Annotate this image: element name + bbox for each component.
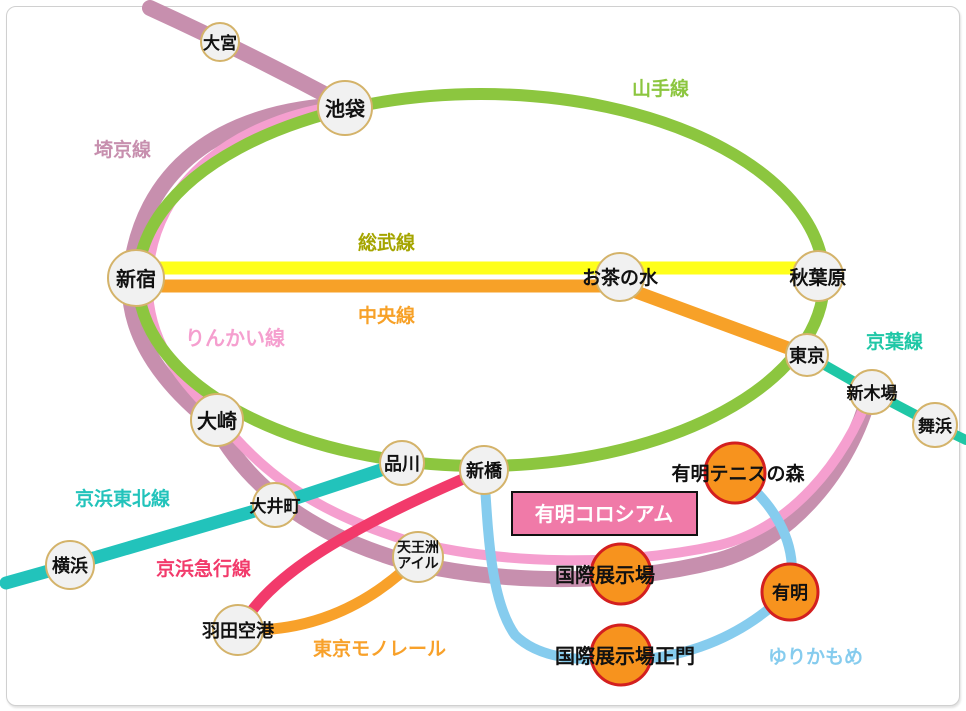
station-ochanomizu[interactable]: お茶の水 <box>582 252 659 302</box>
keihin-tohoku-line <box>0 456 409 590</box>
station-label: お茶の水 <box>582 266 659 289</box>
station-label: 舞浜 <box>918 416 952 437</box>
station-label: 有明テニスの森 <box>671 462 805 485</box>
venue-ariake-colosseum[interactable]: 有明コロシアム <box>511 491 698 536</box>
station-label: 羽田空港 <box>202 620 275 642</box>
yamanote-line-label: 山手線 <box>632 77 689 100</box>
station-shinkiba[interactable]: 新木場 <box>847 369 898 415</box>
rinkai-line-label: りんかい線 <box>185 326 285 350</box>
station-omiya[interactable]: 大宮 <box>200 22 240 62</box>
station-label: 品川 <box>384 454 420 475</box>
venue-label: 有明コロシアム <box>535 502 674 526</box>
station-haneda-airport[interactable]: 羽田空港 <box>202 604 275 656</box>
tokyo-monorail-line <box>244 551 424 636</box>
station-oimachi[interactable]: 大井町 <box>250 482 301 528</box>
station-kokusai-tenjijo[interactable]: 国際展示場 <box>555 542 655 606</box>
station-label: 秋葉原 <box>789 266 846 289</box>
station-label: 東京 <box>789 345 825 367</box>
station-label: 横浜 <box>52 555 88 577</box>
keihin-tohoku-line-label: 京浜東北線 <box>75 487 170 510</box>
station-label: 大宮 <box>203 33 237 54</box>
station-label: 新木場 <box>847 383 898 404</box>
station-ikebukuro[interactable]: 池袋 <box>317 80 373 136</box>
keikyu-line <box>238 464 490 628</box>
chuo-line-label: 中央線 <box>358 304 415 327</box>
station-akihabara[interactable]: 秋葉原 <box>789 250 847 302</box>
station-yokohama[interactable]: 横浜 <box>45 540 95 590</box>
station-shinagawa[interactable]: 品川 <box>379 440 425 486</box>
keikyu-line-label: 京浜急行線 <box>156 557 251 580</box>
station-shinbashi[interactable]: 新橋 <box>459 445 509 495</box>
saikyo-line-label: 埼京線 <box>94 138 151 161</box>
station-tokyo[interactable]: 東京 <box>785 333 829 377</box>
station-label: 大崎 <box>197 409 237 433</box>
station-ariake-tennis-no-mori[interactable]: 有明テニスの森 <box>671 441 805 505</box>
keiyo-line-label: 京葉線 <box>866 330 923 353</box>
station-label: 新橋 <box>466 460 503 482</box>
station-label: 天王洲アイル <box>397 540 439 572</box>
station-kokusai-tenjijo-seimon[interactable]: 国際展示場正門 <box>555 623 695 687</box>
station-tennozu-isle[interactable]: 天王洲アイル <box>392 531 444 583</box>
station-label: 大井町 <box>250 496 301 517</box>
station-label: 池袋 <box>325 97 366 121</box>
station-ariake[interactable]: 有明 <box>760 562 820 622</box>
station-label: 国際展示場 <box>555 563 655 587</box>
sobu-line-label: 総武線 <box>358 231 415 254</box>
station-osaki[interactable]: 大崎 <box>190 393 244 447</box>
yurikamome-line-label: ゆりかもめ <box>768 646 863 668</box>
tokyo-monorail-line-label: 東京モノレール <box>313 637 446 660</box>
station-label: 国際展示場正門 <box>555 644 695 668</box>
station-label: 有明 <box>772 582 808 604</box>
station-label: 新宿 <box>116 267 156 291</box>
venue-box <box>511 491 698 536</box>
station-maihama[interactable]: 舞浜 <box>912 402 958 448</box>
station-shinjuku[interactable]: 新宿 <box>107 249 165 307</box>
